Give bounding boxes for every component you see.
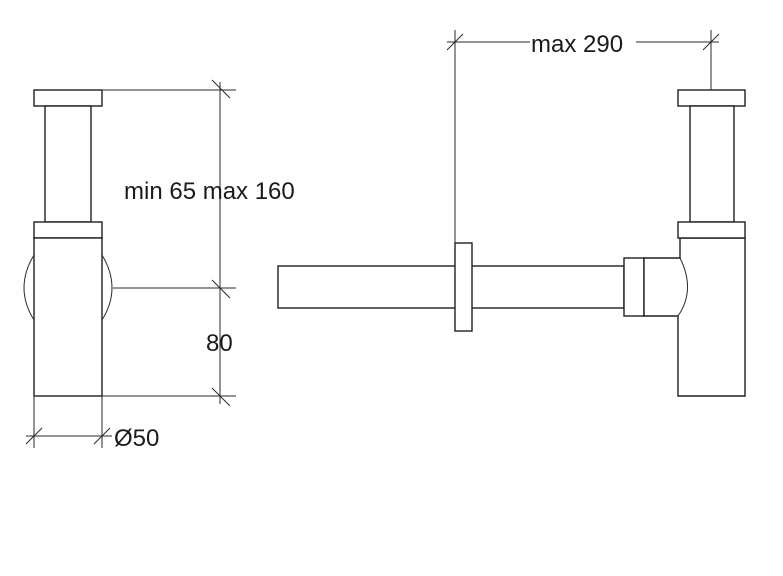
tick-top — [211, 79, 231, 99]
label-reach: max 290 — [531, 31, 623, 58]
ring-right — [677, 221, 746, 239]
tick-mid — [211, 279, 231, 299]
tick-bottom — [211, 387, 231, 407]
tick-dia-right — [93, 427, 111, 445]
trap-body-right — [643, 237, 746, 397]
diameter-value: 50 — [133, 425, 160, 452]
label-trap-height: 80 — [206, 330, 233, 357]
height-dimension — [102, 79, 236, 407]
front-view-trap — [277, 89, 746, 397]
diameter-symbol: Ø — [114, 425, 133, 452]
tick-reach-right — [702, 33, 720, 51]
top-flange-right — [677, 89, 746, 107]
vertical-tube-right — [689, 105, 735, 223]
reach-dimension — [446, 30, 720, 243]
bulge-left — [23, 254, 35, 321]
reach-label-bg — [530, 30, 636, 56]
vertical-tube-left — [44, 105, 92, 223]
top-flange-left — [33, 89, 103, 107]
bowl-body-left — [33, 237, 103, 397]
trap-curve — [677, 257, 689, 317]
tick-reach-left — [446, 33, 464, 51]
connection-nut — [623, 257, 645, 317]
side-view-trap — [23, 89, 113, 397]
horizontal-pipe — [277, 265, 625, 309]
diameter-dimension — [25, 396, 112, 448]
bulge-right — [101, 254, 113, 321]
ring-left — [33, 221, 103, 239]
tick-dia-left — [25, 427, 43, 445]
wall-rosette — [454, 242, 473, 332]
label-diameter: Ø50 — [114, 425, 159, 452]
label-height-range: min 65 max 160 — [124, 178, 295, 205]
